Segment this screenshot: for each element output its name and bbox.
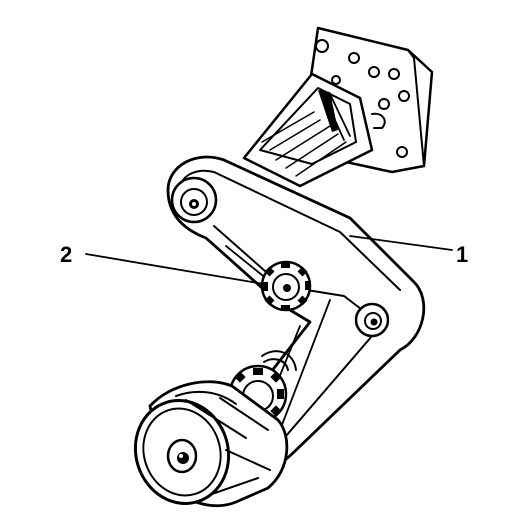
upper-pulley bbox=[170, 176, 218, 224]
flange-bolt-holes bbox=[315, 39, 410, 158]
callout-2-leader bbox=[85, 253, 265, 285]
idler-pulley-ribs bbox=[262, 262, 311, 311]
callout-1: 1 bbox=[349, 235, 468, 267]
callout-1-label: 1 bbox=[456, 242, 468, 267]
callout-2-label: 2 bbox=[60, 242, 72, 267]
bracket-shading bbox=[261, 90, 351, 177]
right-idler bbox=[354, 302, 390, 338]
mounting-bracket bbox=[242, 26, 434, 188]
callout-1-leader bbox=[349, 235, 453, 251]
callout-2: 2 bbox=[60, 242, 265, 285]
idler-pulley bbox=[260, 260, 312, 312]
large-drum-pulley bbox=[133, 380, 289, 508]
